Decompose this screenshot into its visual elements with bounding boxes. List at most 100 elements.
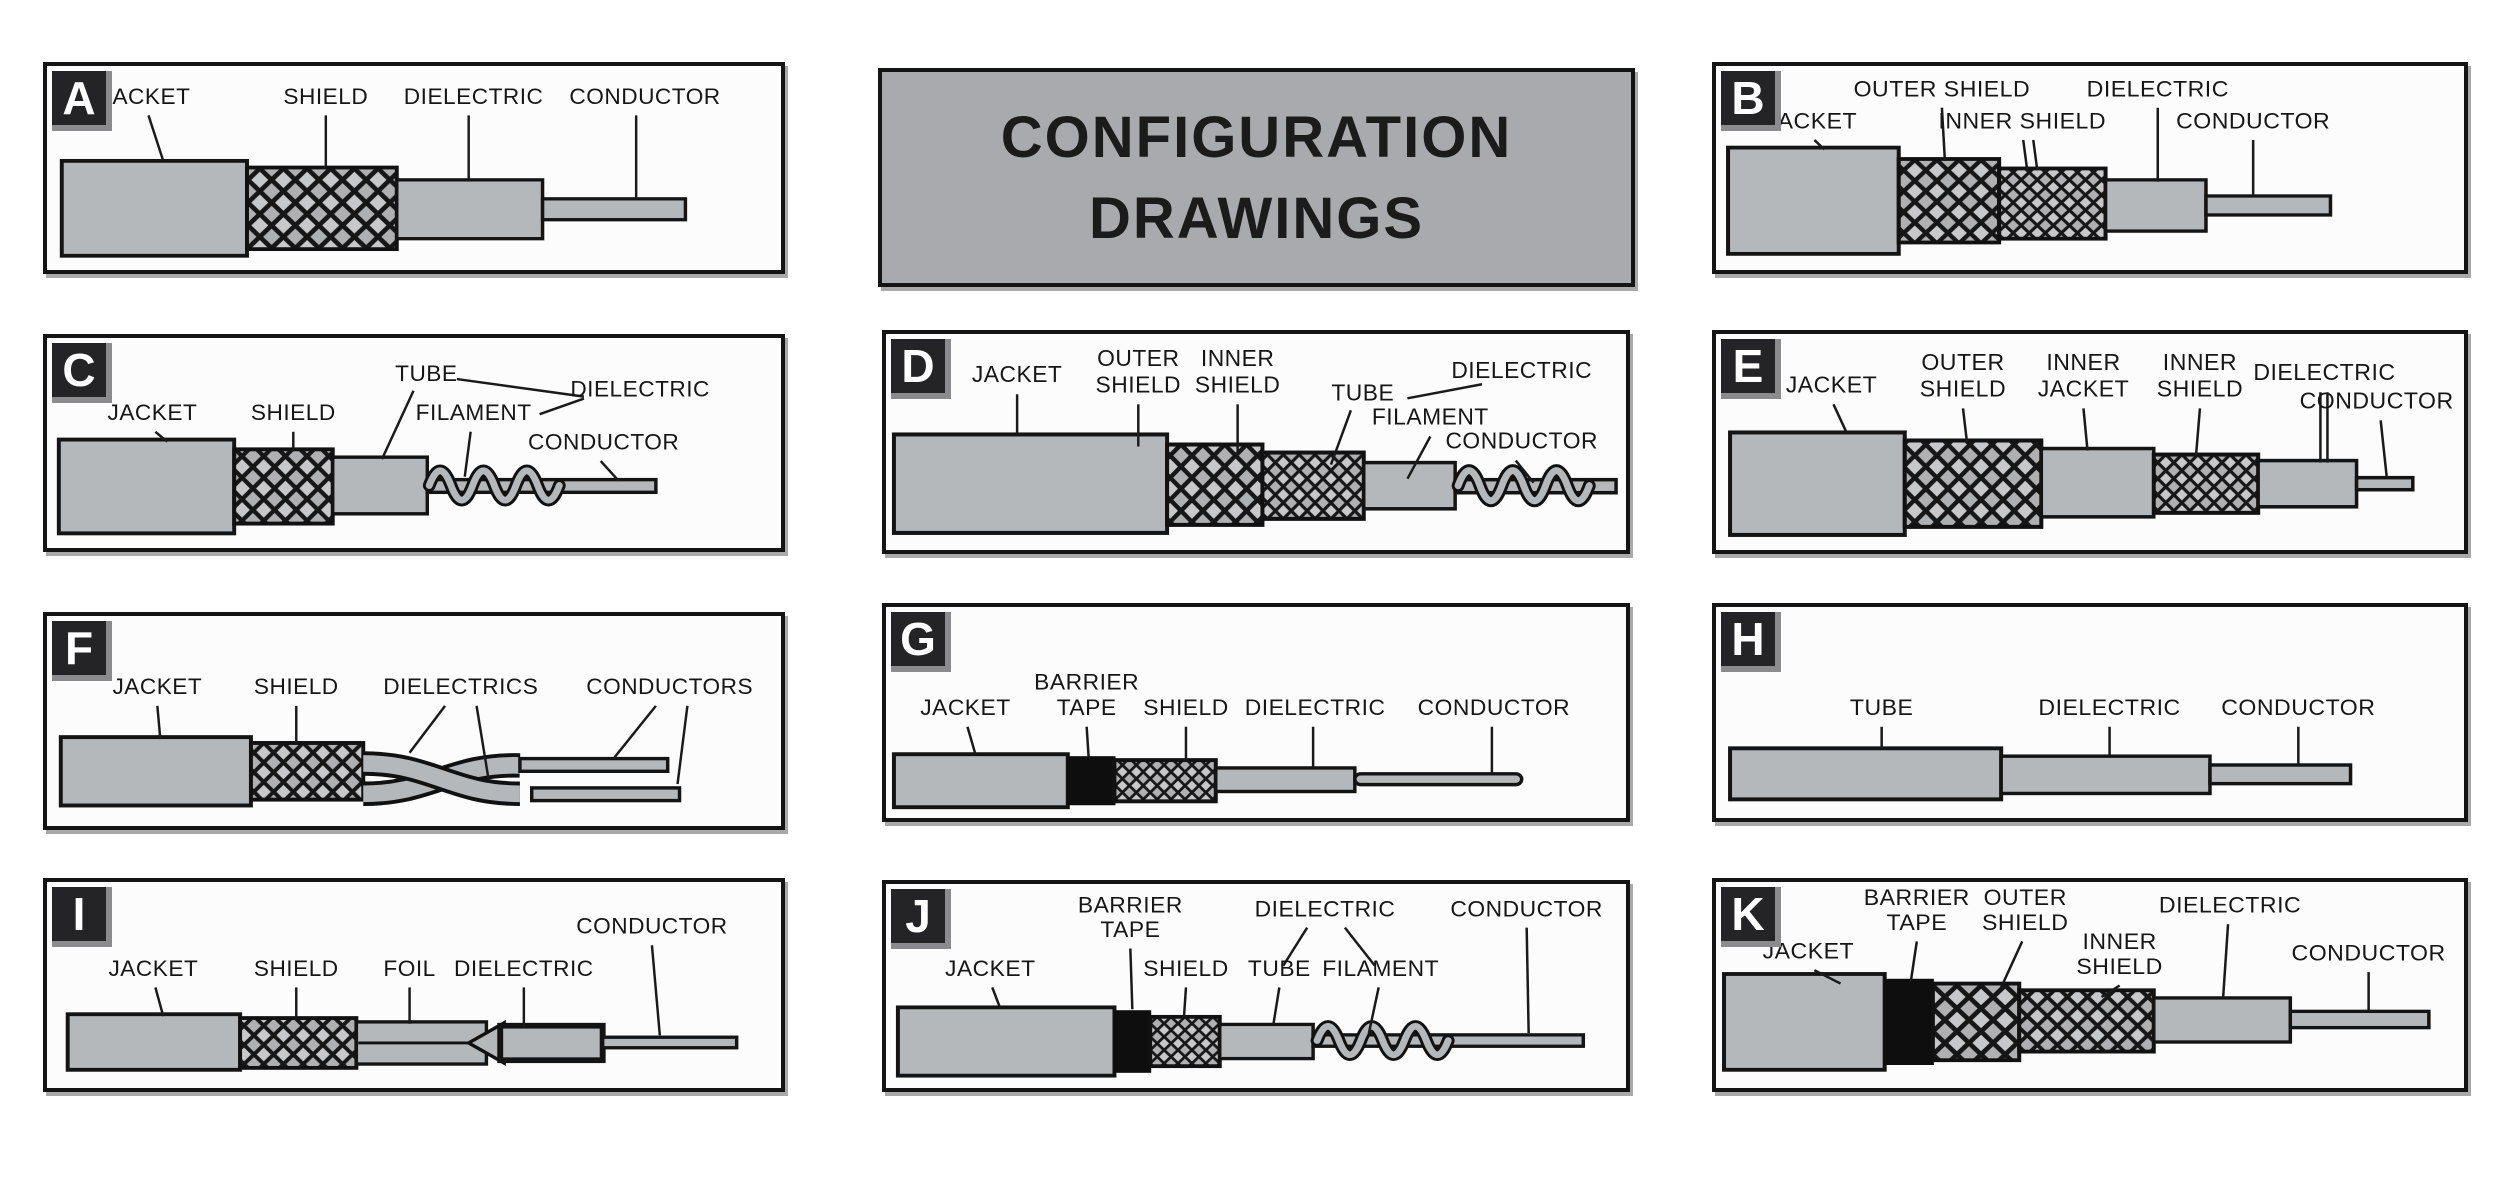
layer-label: SHIELD: [251, 400, 336, 425]
leader-line: [1282, 927, 1309, 967]
leader-line: [1407, 382, 1483, 400]
layer-label: FILAMENT: [416, 400, 532, 425]
leader-line: [1813, 969, 1842, 985]
layer-label: DIELECTRIC: [454, 956, 594, 981]
layer-label: CONDUCTOR: [2221, 694, 2375, 720]
shield-layer: [248, 741, 366, 802]
inner-shield-layer: [1260, 450, 1366, 521]
layer-label: INNER: [2082, 930, 2156, 954]
layer-label: TUBE: [395, 361, 457, 386]
dielectric-layer: [1214, 766, 1357, 794]
jacket-layer: [56, 437, 237, 536]
leader-line: [1406, 435, 1432, 480]
leader-line: [1329, 409, 1353, 466]
panel-letter: G: [900, 613, 936, 665]
layer-label: DIELECTRIC: [1255, 897, 1396, 921]
layer-label: JACKET: [2038, 375, 2129, 401]
layer-label: OUTER: [1097, 345, 1179, 371]
leader-line: [2100, 984, 2121, 998]
layer-label: DIELECTRIC: [2253, 359, 2395, 385]
conductor-layer: [1353, 772, 1524, 787]
leader-line: [612, 705, 657, 760]
layer-label: BARRIER: [1078, 893, 1183, 917]
panel-letter-badge: J: [891, 889, 951, 949]
inner-shield-layer: [2151, 452, 2261, 515]
layer-label: CONDUCTORS: [586, 674, 753, 699]
leader-line: [966, 726, 977, 755]
layer-label: TUBE: [1331, 379, 1394, 405]
leader-line: [1525, 927, 1530, 1033]
layer-label: INNER SHIELD: [1938, 109, 2106, 133]
layer-label: JACKET: [112, 674, 202, 699]
layer-label: INNER: [1201, 345, 1275, 371]
shield-layer: [232, 447, 335, 526]
twisted-dielectrics-layer: [363, 755, 520, 803]
leader-line: [1961, 408, 1969, 443]
layer-label: DIELECTRIC: [2038, 694, 2180, 720]
title-line-1: CONFIGURATION: [1000, 104, 1513, 170]
layer-label: SHIELD: [254, 674, 339, 699]
leader-line: [1832, 403, 1848, 433]
leader-line: [539, 397, 585, 416]
layer-label: FILAMENT: [1322, 957, 1439, 981]
leader-line: [1272, 987, 1281, 1025]
barrier-tape-layer: [1113, 1010, 1152, 1073]
panel-letter: K: [1731, 888, 1765, 940]
outer-shield-layer: [1902, 438, 2044, 529]
leader-line: [1514, 459, 1535, 484]
panel-letter-badge: B: [1721, 71, 1781, 131]
panel-letter: H: [1731, 613, 1765, 665]
jacket-layer: [59, 158, 249, 258]
leader-line: [475, 705, 490, 779]
layer-label: TUBE: [1248, 957, 1311, 981]
tube-layer: [1362, 460, 1457, 511]
layer-label: SHIELD: [1982, 910, 2068, 934]
layer-label: SHIELD: [1920, 375, 2006, 401]
leader-line: [2221, 924, 2230, 999]
layer-label: DIELECTRIC: [2159, 893, 2301, 917]
panel-letter: A: [62, 72, 96, 124]
jacket-layer: [895, 1005, 1117, 1078]
leader-line: [380, 390, 415, 460]
conductor-layer: [2204, 194, 2333, 217]
panel-letter-badge: G: [891, 612, 951, 672]
dielectric-layer: [2151, 996, 2293, 1044]
layer-label: TAPE: [1100, 918, 1160, 942]
layer-label: SHIELD: [254, 956, 339, 981]
leader-line: [408, 705, 447, 754]
panel-letter: D: [901, 340, 935, 392]
panel-letter-badge: F: [52, 621, 112, 681]
leader-line: [2082, 408, 2089, 451]
panel-letter-badge: D: [891, 339, 951, 399]
leader-line: [2379, 420, 2388, 477]
layer-label: TAPE: [1057, 694, 1117, 720]
jacket-layer: [1726, 145, 1901, 256]
panel-letter: E: [1732, 340, 1764, 392]
leader-line: [147, 114, 165, 162]
tube-layer: [1728, 746, 2004, 802]
layer-label: SHIELD: [2076, 954, 2162, 978]
jacket-layer: [65, 1012, 243, 1072]
jacket-layer: [891, 432, 1170, 535]
layer-label: JACKET: [108, 400, 198, 425]
leader-line: [650, 945, 662, 1036]
layer-label: DIELECTRIC: [2087, 77, 2229, 101]
dielectric-layer: [2103, 178, 2208, 233]
layer-label: BARRIER: [1864, 885, 1970, 909]
inner-shield-layer: [1997, 166, 2108, 241]
conductor-layer: [2288, 1009, 2431, 1030]
cable-drawing: BARRIERTAPEOUTERSHIELDINNERSHIELDDIELECT…: [1722, 885, 2445, 1072]
